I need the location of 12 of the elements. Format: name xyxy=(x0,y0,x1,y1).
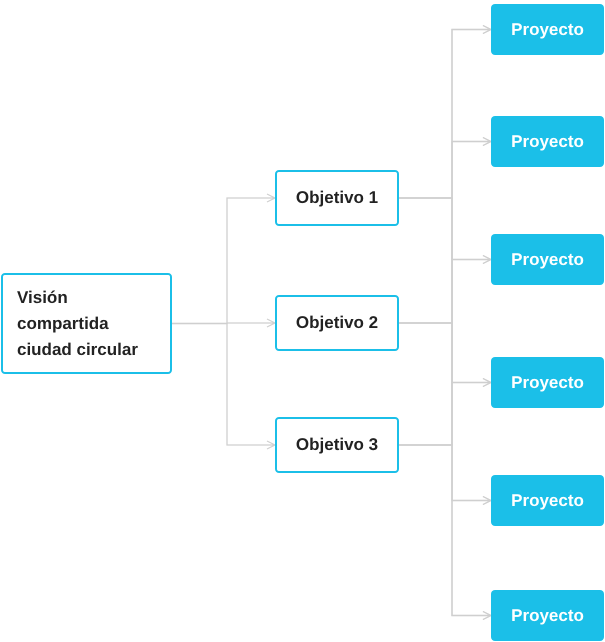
project-box: Proyecto xyxy=(491,4,604,55)
project-box: Proyecto xyxy=(491,590,604,641)
vision-box: Visión compartida ciudad circular xyxy=(1,273,172,374)
project-box: Proyecto xyxy=(491,475,604,526)
project-box: Proyecto xyxy=(491,357,604,408)
connector-arrow xyxy=(172,322,276,450)
objective-box: Objetivo 2 xyxy=(275,295,399,351)
objective-box: Objetivo 3 xyxy=(275,417,399,473)
objective-box: Objetivo 1 xyxy=(275,170,399,226)
project-box: Proyecto xyxy=(491,116,604,167)
project-box: Proyecto xyxy=(491,234,604,285)
connector-arrow xyxy=(399,444,492,620)
